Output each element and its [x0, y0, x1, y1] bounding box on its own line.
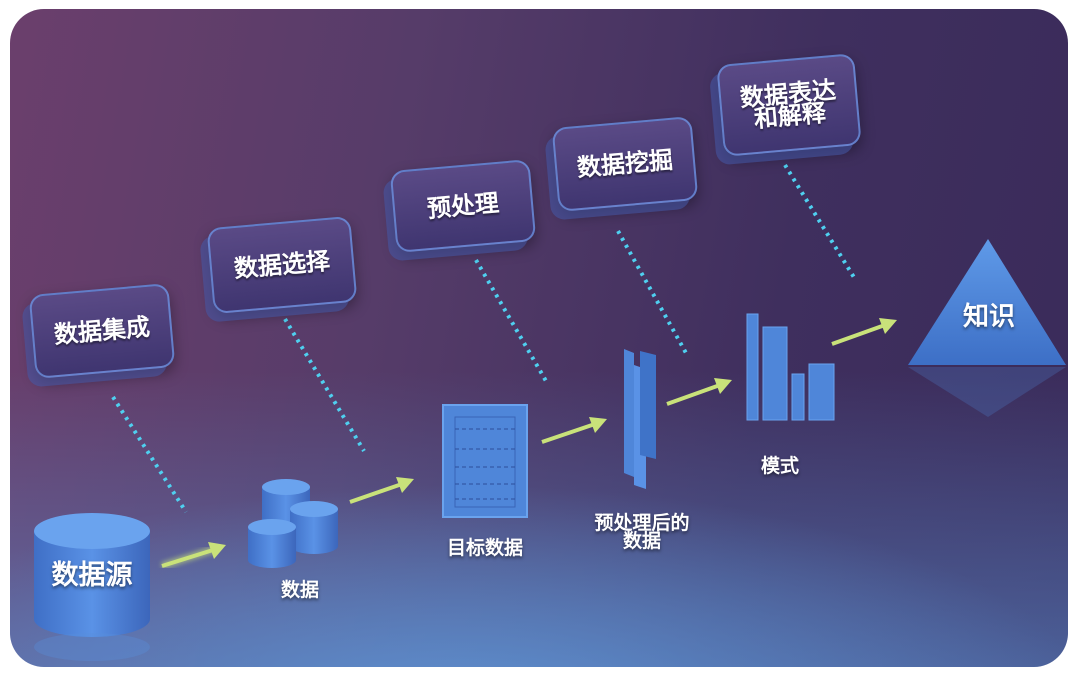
connector-integration [111, 395, 188, 514]
processed-data-panels-icon [624, 349, 656, 489]
knowledge-triangle-icon [908, 239, 1066, 417]
arrow-4 [666, 378, 732, 406]
step-preprocess-box: 预处理 [389, 159, 537, 253]
step-interpret-label: 数据表达 和解释 [739, 75, 838, 134]
step-mining-label: 数据挖掘 [575, 145, 675, 183]
connector-interpret [783, 163, 857, 281]
stage-target-label: 目标数据 [446, 537, 523, 559]
stage-data-label: 数据 [280, 579, 319, 601]
diagram-canvas: 数据集成 数据选择 预处理 数据挖掘 数据表达 和解释 数据源 数据 目标数据 … [10, 9, 1068, 667]
connector-preprocess [474, 258, 548, 383]
step-selection-label: 数据选择 [232, 246, 332, 284]
database-cylinders-icon [248, 479, 338, 568]
stage-source-label: 数据源 [51, 560, 133, 591]
arrow-5 [831, 318, 897, 346]
stage-pattern-label: 模式 [760, 455, 799, 477]
connector-mining [616, 230, 688, 354]
step-selection-box: 数据选择 [206, 215, 358, 315]
dotted-connectors [111, 163, 857, 514]
target-data-rack-icon [442, 404, 528, 518]
pattern-bars-icon [746, 313, 835, 421]
data-source-cylinder-icon [34, 513, 150, 661]
arrow-3 [541, 417, 607, 444]
stage-knowledge-label: 知识 [962, 302, 1015, 332]
diagram-artwork [34, 163, 1066, 661]
step-integration-label: 数据集成 [52, 312, 152, 350]
step-preprocess-label: 预处理 [425, 188, 501, 224]
arrow-2 [349, 477, 414, 504]
step-interpret-box: 数据表达 和解释 [716, 53, 862, 157]
arrow-1 [160, 542, 226, 570]
step-integration-box: 数据集成 [28, 283, 176, 379]
connector-selection [283, 317, 366, 453]
stage-processed-label: 预处理后的 数据 [594, 512, 690, 552]
step-mining-box: 数据挖掘 [551, 116, 699, 212]
flow-arrows [160, 318, 897, 570]
